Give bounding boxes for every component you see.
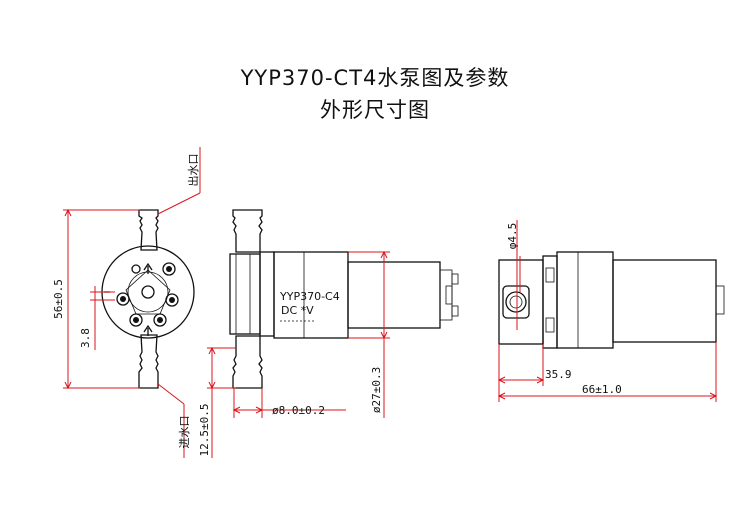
pump-voltage-label: DC *V	[281, 304, 314, 317]
top-dimensions	[497, 220, 718, 402]
outlet-nozzle	[138, 209, 159, 251]
pump-head	[101, 245, 195, 339]
hole-diameter-dimension: φ4.5	[506, 223, 519, 250]
page-subtitle: 外形尺寸图	[320, 98, 430, 122]
height-dimension: 56±0.5	[52, 279, 65, 319]
motor-can	[347, 261, 441, 329]
top-view	[498, 251, 725, 349]
pump-model-label: YYP370-C4	[279, 290, 340, 303]
motor-body-top	[556, 251, 614, 349]
total-length-dimension: 66±1.0	[582, 383, 622, 396]
body-length-dimension: 35.9	[545, 368, 572, 381]
screw-icon	[116, 262, 179, 327]
side-dimensions	[207, 250, 390, 458]
mounting-hole-icon	[505, 291, 527, 313]
body-diameter-dimension: ø27±0.3	[370, 367, 383, 413]
port-offset-dimension: 3.8	[79, 328, 92, 348]
outlet-label: 出水口	[186, 154, 200, 187]
port-length-dimension: 12.5±0.5	[198, 404, 211, 457]
side-view	[229, 209, 459, 389]
front-dimensions	[63, 147, 201, 458]
front-view	[101, 209, 195, 389]
port-diameter-dimension: ø8.0±0.2	[272, 404, 325, 417]
inlet-nozzle	[138, 334, 159, 389]
page-title: YYP370-CT4水泵图及参数	[240, 66, 510, 90]
inlet-label: 进水口	[178, 416, 191, 449]
